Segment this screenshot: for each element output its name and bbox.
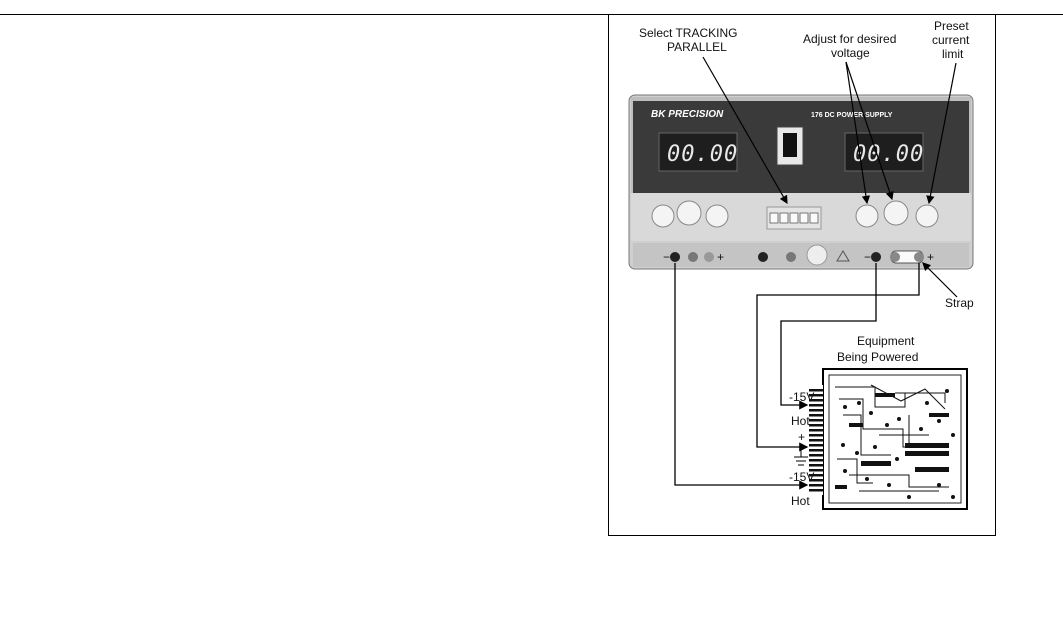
power-supply: BK PRECISION 176 DC POWER SUPPLY 00.00 0… bbox=[628, 94, 974, 270]
left-plus-label: + bbox=[717, 250, 724, 264]
left-current-knob[interactable] bbox=[705, 204, 729, 228]
left-pos-terminal[interactable] bbox=[704, 252, 714, 262]
fixed-pos-terminal[interactable] bbox=[786, 252, 796, 262]
strap-arrow bbox=[922, 262, 958, 298]
circuit-board bbox=[807, 368, 968, 510]
select-tracking-label-2: PARALLEL bbox=[667, 40, 727, 54]
right-minus-label: − bbox=[864, 250, 871, 264]
adjust-voltage-label-2: voltage bbox=[831, 46, 870, 60]
right-gnd-terminal[interactable] bbox=[890, 252, 900, 262]
fixed-neg-terminal[interactable] bbox=[758, 252, 768, 262]
tracking-button-2[interactable] bbox=[779, 212, 789, 224]
right-voltage-fine-knob[interactable] bbox=[883, 200, 909, 226]
neg-bottom-label: -15V bbox=[789, 470, 814, 484]
output-button[interactable] bbox=[806, 244, 828, 266]
plus-label: + bbox=[798, 430, 805, 444]
preset-label-2: current bbox=[932, 33, 970, 47]
left-gnd-terminal[interactable] bbox=[688, 252, 698, 262]
tracking-button-1[interactable] bbox=[769, 212, 779, 224]
right-neg-wire bbox=[780, 263, 877, 410]
voltage-arrow-1 bbox=[845, 61, 871, 205]
left-neg-terminal[interactable] bbox=[670, 252, 680, 262]
left-display-value: 00.00 bbox=[667, 142, 738, 167]
tracking-arrow bbox=[702, 56, 788, 205]
left-voltage-fine-knob[interactable] bbox=[676, 200, 702, 226]
left-voltage-coarse-knob[interactable] bbox=[651, 204, 675, 228]
strap-label: Strap bbox=[945, 296, 974, 310]
right-neg-terminal[interactable] bbox=[871, 252, 881, 262]
right-current-knob[interactable] bbox=[915, 204, 939, 228]
voltage-arrow-2 bbox=[845, 61, 894, 201]
tracking-parallel-figure: Select TRACKING PARALLEL Adjust for desi… bbox=[608, 14, 996, 536]
right-pos-terminal[interactable] bbox=[914, 252, 924, 262]
ground-symbol bbox=[794, 447, 808, 466]
tracking-button-5[interactable] bbox=[809, 212, 819, 224]
wiring-diagram: Select TRACKING PARALLEL Adjust for desi… bbox=[628, 19, 974, 510]
adjust-voltage-label-1: Adjust for desired bbox=[803, 32, 896, 46]
select-tracking-label-1: Select TRACKING bbox=[639, 26, 737, 40]
right-display-value: 00.00 bbox=[853, 142, 924, 167]
left-display bbox=[658, 132, 738, 172]
left-neg-wire bbox=[674, 263, 809, 490]
left-minus-label: − bbox=[663, 250, 670, 264]
equipment-title-1: Equipment bbox=[857, 334, 915, 348]
tracking-button-3[interactable] bbox=[789, 212, 799, 224]
tracking-button-4[interactable] bbox=[799, 212, 809, 224]
ground-wire bbox=[756, 263, 920, 452]
right-plus-label: + bbox=[927, 250, 934, 264]
brand-label: BK PRECISION bbox=[651, 109, 724, 120]
preset-label-1: Preset bbox=[934, 19, 969, 33]
header-rule bbox=[0, 14, 1063, 15]
neg-top-label: -15V bbox=[789, 390, 814, 404]
model-label: 176 DC POWER SUPPLY bbox=[811, 112, 893, 119]
current-arrow bbox=[926, 62, 957, 205]
preset-label-3: limit bbox=[942, 47, 964, 61]
hot-bottom-label: Hot bbox=[791, 494, 810, 508]
right-voltage-coarse-knob[interactable] bbox=[855, 204, 879, 228]
hot-top-label: Hot bbox=[791, 414, 810, 428]
equipment-title-2: Being Powered bbox=[837, 350, 918, 364]
